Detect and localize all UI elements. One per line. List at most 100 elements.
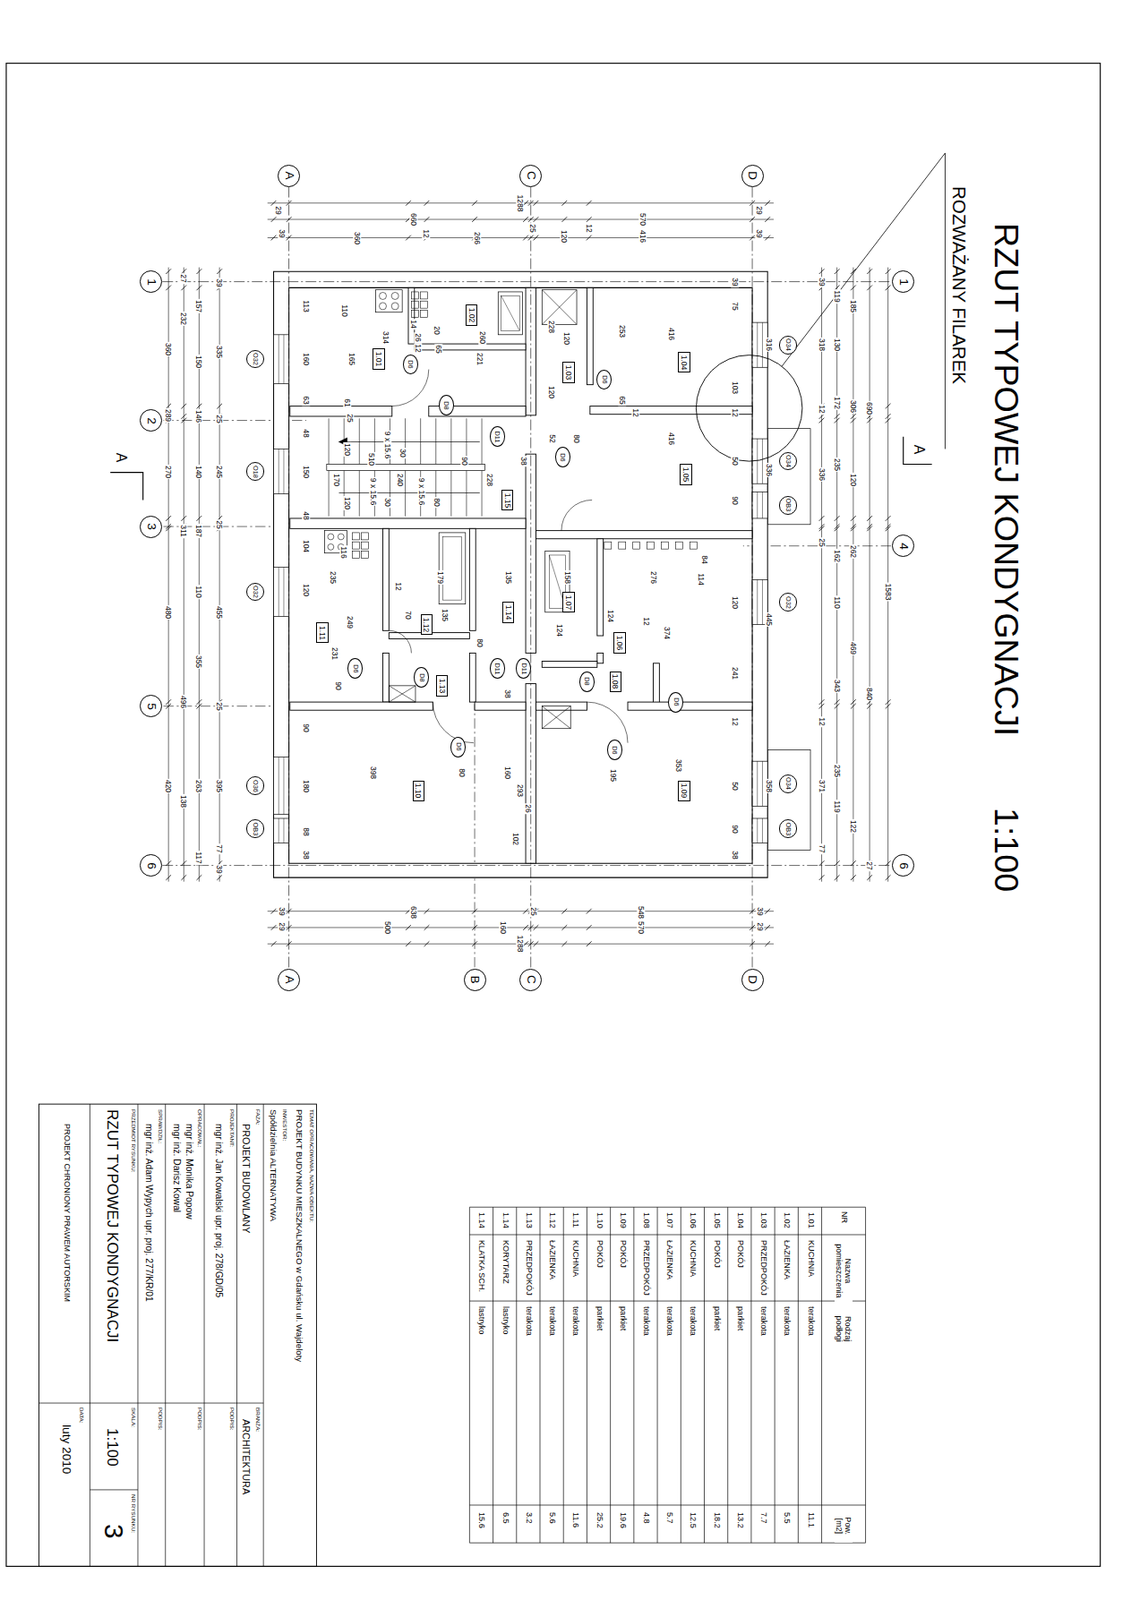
axis-bubble: C [519, 164, 542, 188]
window-opening [274, 334, 290, 385]
table-cell: 5.6 [548, 1511, 557, 1526]
room-number-box: 1.10 [412, 780, 426, 803]
door-code: D6 [600, 375, 608, 384]
title-block-text: luty 2010 [59, 1423, 73, 1475]
vent-duct [351, 532, 360, 540]
dimension-label: 360 [353, 230, 362, 245]
dimension-tick [885, 285, 892, 292]
dimension-tick [165, 874, 172, 881]
axis-label: C [524, 975, 538, 985]
door-code: D6 [351, 664, 359, 673]
dimension-tick [586, 216, 592, 223]
section-marker: A [113, 451, 129, 463]
interior-wall [382, 652, 389, 703]
dimension-label: 119 [832, 289, 841, 304]
title-block-rule [89, 1489, 138, 1491]
table-cell: 1.10 [594, 1211, 603, 1230]
title-block-text: DATA: [78, 1406, 85, 1424]
door-tag: D6 [450, 736, 466, 758]
table-cell: 1.02 [782, 1211, 791, 1230]
dimension-label: 110 [832, 595, 841, 610]
room-number: 1.01 [375, 351, 384, 368]
room-number: 1.14 [504, 605, 513, 621]
axis-bubble: 2 [139, 409, 163, 432]
dimension-tick [850, 285, 857, 292]
table-header: Nazwa pomieszczenia [834, 1238, 853, 1304]
title-block-rule [236, 1104, 238, 1567]
dimension-label: 260 [479, 330, 488, 345]
table-cell: 5.7 [665, 1511, 674, 1526]
stair-tread [481, 418, 483, 464]
room-number-box: 1.09 [677, 780, 691, 803]
dimension-label: 353 [675, 758, 684, 773]
table-cell: 1.12 [548, 1211, 557, 1230]
axis-label: C [524, 171, 538, 180]
dimension-label: 548 [637, 905, 646, 920]
window-tag: O34 [779, 774, 798, 794]
table-cell: KUCHNIA [688, 1239, 697, 1278]
grid-axis-line [162, 281, 892, 283]
dimension-tick [866, 703, 873, 710]
dimension-label: 235 [832, 762, 841, 778]
window-code: OB3 [251, 822, 258, 836]
dimension-tick [533, 941, 540, 947]
dimension-label: 276 [649, 570, 658, 585]
dimension-label: 84 [700, 554, 709, 566]
window-glass [762, 438, 763, 484]
window-code: O34 [784, 777, 791, 790]
cooker-ring [379, 302, 387, 310]
table-cell: 1.01 [805, 1211, 814, 1230]
window-tag: O32 [246, 350, 266, 369]
table-rule [492, 1207, 494, 1543]
axis-label: A [282, 171, 296, 180]
grid-axis-line [530, 187, 532, 969]
table-rule [469, 1505, 866, 1507]
sheet-frame [6, 63, 1101, 1568]
table-rule [563, 1207, 565, 1543]
dimension-tick [197, 403, 203, 410]
dimension-label: 570 [637, 920, 646, 935]
axis-label: 1 [145, 278, 158, 286]
dimension-label: 25 [215, 519, 224, 531]
window-tag: O18 [246, 462, 266, 481]
dimension-label: 65 [618, 394, 627, 406]
table-cell: POKÓJ [594, 1239, 603, 1269]
dimension-label: 26 [524, 803, 533, 814]
table-cell: 1.05 [711, 1211, 720, 1230]
title-block-text: PROJEKT BUDYNKU MIESZKALNEGO w Gdańsku u… [294, 1108, 304, 1363]
axis-label: 4 [897, 542, 910, 550]
section-mark [903, 436, 933, 465]
window-code: O34 [784, 338, 791, 352]
dimension-label: 416 [668, 326, 677, 342]
dimension-tick [885, 703, 892, 710]
dimension-label: 263 [195, 779, 204, 794]
dimension-label: 104 [302, 539, 311, 554]
dimension-tick [471, 200, 478, 206]
dimension-label: 90 [730, 495, 739, 506]
dimension-tick [562, 200, 568, 206]
room-number: 1.08 [611, 674, 620, 690]
window-opening [274, 567, 290, 617]
dimension-label: 120 [730, 594, 739, 609]
dimension-tick [424, 925, 430, 931]
window-glass [278, 567, 280, 617]
table-cell: POKÓJ [617, 1239, 626, 1269]
dimension-tick [850, 418, 857, 424]
dimension-label: 158 [563, 570, 572, 585]
dimension-label: 77 [817, 844, 826, 856]
dimension-tick [834, 268, 840, 275]
room-number: 1.10 [414, 783, 423, 799]
table-cell: terakota [688, 1305, 697, 1337]
dimension-label: 25 [346, 413, 355, 425]
dimension-label: 9 x 15.6 [417, 477, 426, 506]
dimension-tick [834, 703, 840, 710]
dimension-tick [405, 941, 412, 947]
cooker-ring [337, 533, 344, 540]
dimension-label: 241 [730, 666, 739, 681]
dimension-tick [533, 200, 540, 206]
stair-tread [450, 470, 452, 516]
dimension-tick [562, 908, 568, 915]
dimension-label: 88 [302, 826, 311, 838]
window-code: O32 [784, 596, 791, 609]
table-cell: 3.2 [523, 1511, 532, 1526]
